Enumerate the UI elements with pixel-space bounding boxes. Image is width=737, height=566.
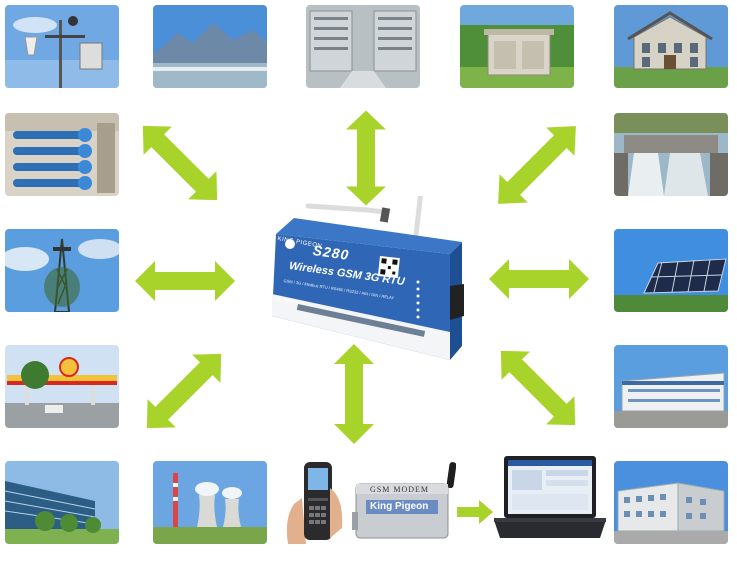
arrow-top-left bbox=[128, 111, 232, 215]
arrow-bottom-right bbox=[486, 336, 590, 440]
server-room-photo bbox=[306, 5, 420, 88]
arrow-middle-right bbox=[489, 259, 589, 299]
modem-top-label: GSM MODEM bbox=[370, 485, 430, 494]
industrial-building-photo bbox=[614, 461, 728, 544]
office-building-photo bbox=[5, 461, 119, 544]
arrow-top-right bbox=[483, 111, 591, 219]
weather-station-photo bbox=[5, 5, 119, 88]
factory-warehouse-photo bbox=[614, 345, 728, 428]
power-plant-photo bbox=[153, 461, 267, 544]
mountain-lake-photo bbox=[153, 5, 267, 88]
modem-brand-label: King Pigeon bbox=[370, 501, 429, 512]
arrow-top-center bbox=[346, 110, 386, 206]
gas-station-photo bbox=[5, 345, 119, 428]
outdoor-cabinet-photo bbox=[460, 5, 574, 88]
solar-panels-photo bbox=[614, 229, 728, 312]
arrow-middle-left bbox=[135, 261, 235, 301]
dam-spillway-photo bbox=[614, 113, 728, 196]
water-pumps-photo bbox=[5, 113, 119, 196]
telecom-tower-photo bbox=[5, 229, 119, 312]
arrow-modem-to-laptop bbox=[457, 500, 493, 524]
laptop-monitoring-photo bbox=[492, 454, 608, 542]
arrow-bottom-left bbox=[132, 339, 236, 443]
mobile-phone-photo bbox=[284, 458, 350, 546]
villa-house-photo bbox=[614, 5, 728, 88]
gsm-modem: GSM MODEM King Pigeon bbox=[352, 462, 456, 546]
rtu-device: KING PIGEON S280 Wireless GSM 3G RTU GSM… bbox=[268, 109, 468, 366]
